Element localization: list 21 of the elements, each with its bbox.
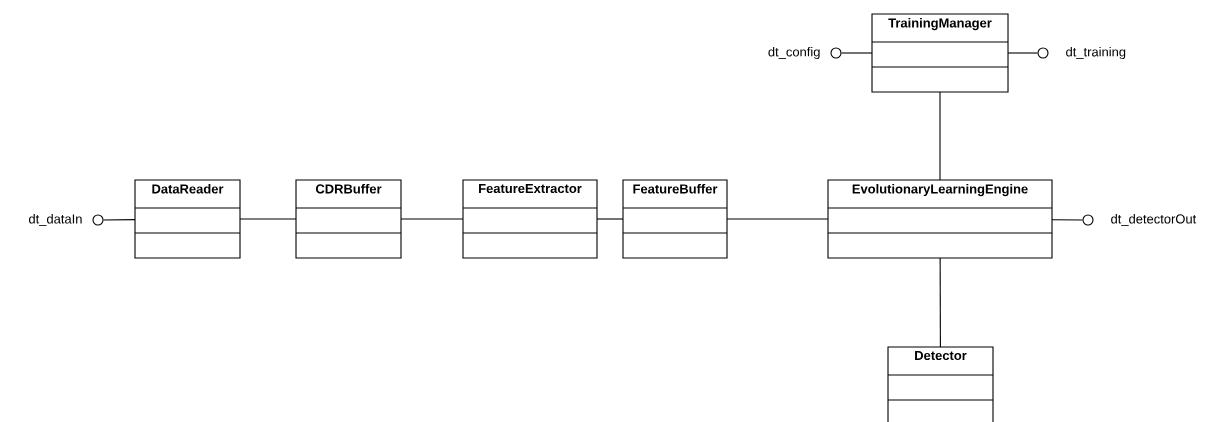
class-box: FeatureExtractor: [462, 179, 598, 259]
class-box: EvolutionaryLearningEngine: [827, 179, 1053, 259]
connector-line: [726, 218, 829, 220]
class-box: TrainingManager: [871, 13, 1009, 93]
class-box: DataReader: [134, 179, 241, 259]
connector-line: [1007, 52, 1038, 54]
interface-label: dt_dataIn: [29, 214, 82, 226]
connector-line: [400, 218, 464, 220]
connector-line: [596, 218, 624, 220]
connector-line: [939, 91, 941, 181]
connector-line: [1051, 219, 1083, 221]
class-box: CDRBuffer: [295, 179, 402, 259]
connector-line: [841, 52, 873, 54]
connector-line: [939, 257, 941, 348]
interface-label: dt_detectorOut: [1111, 214, 1197, 226]
connector-line: [103, 219, 136, 221]
connector-line: [239, 218, 297, 220]
interface-label: dt_config: [768, 46, 820, 60]
class-box: Detector: [887, 346, 994, 422]
class-box: FeatureBuffer: [622, 179, 728, 259]
interface-label: dt_training: [1066, 46, 1126, 60]
